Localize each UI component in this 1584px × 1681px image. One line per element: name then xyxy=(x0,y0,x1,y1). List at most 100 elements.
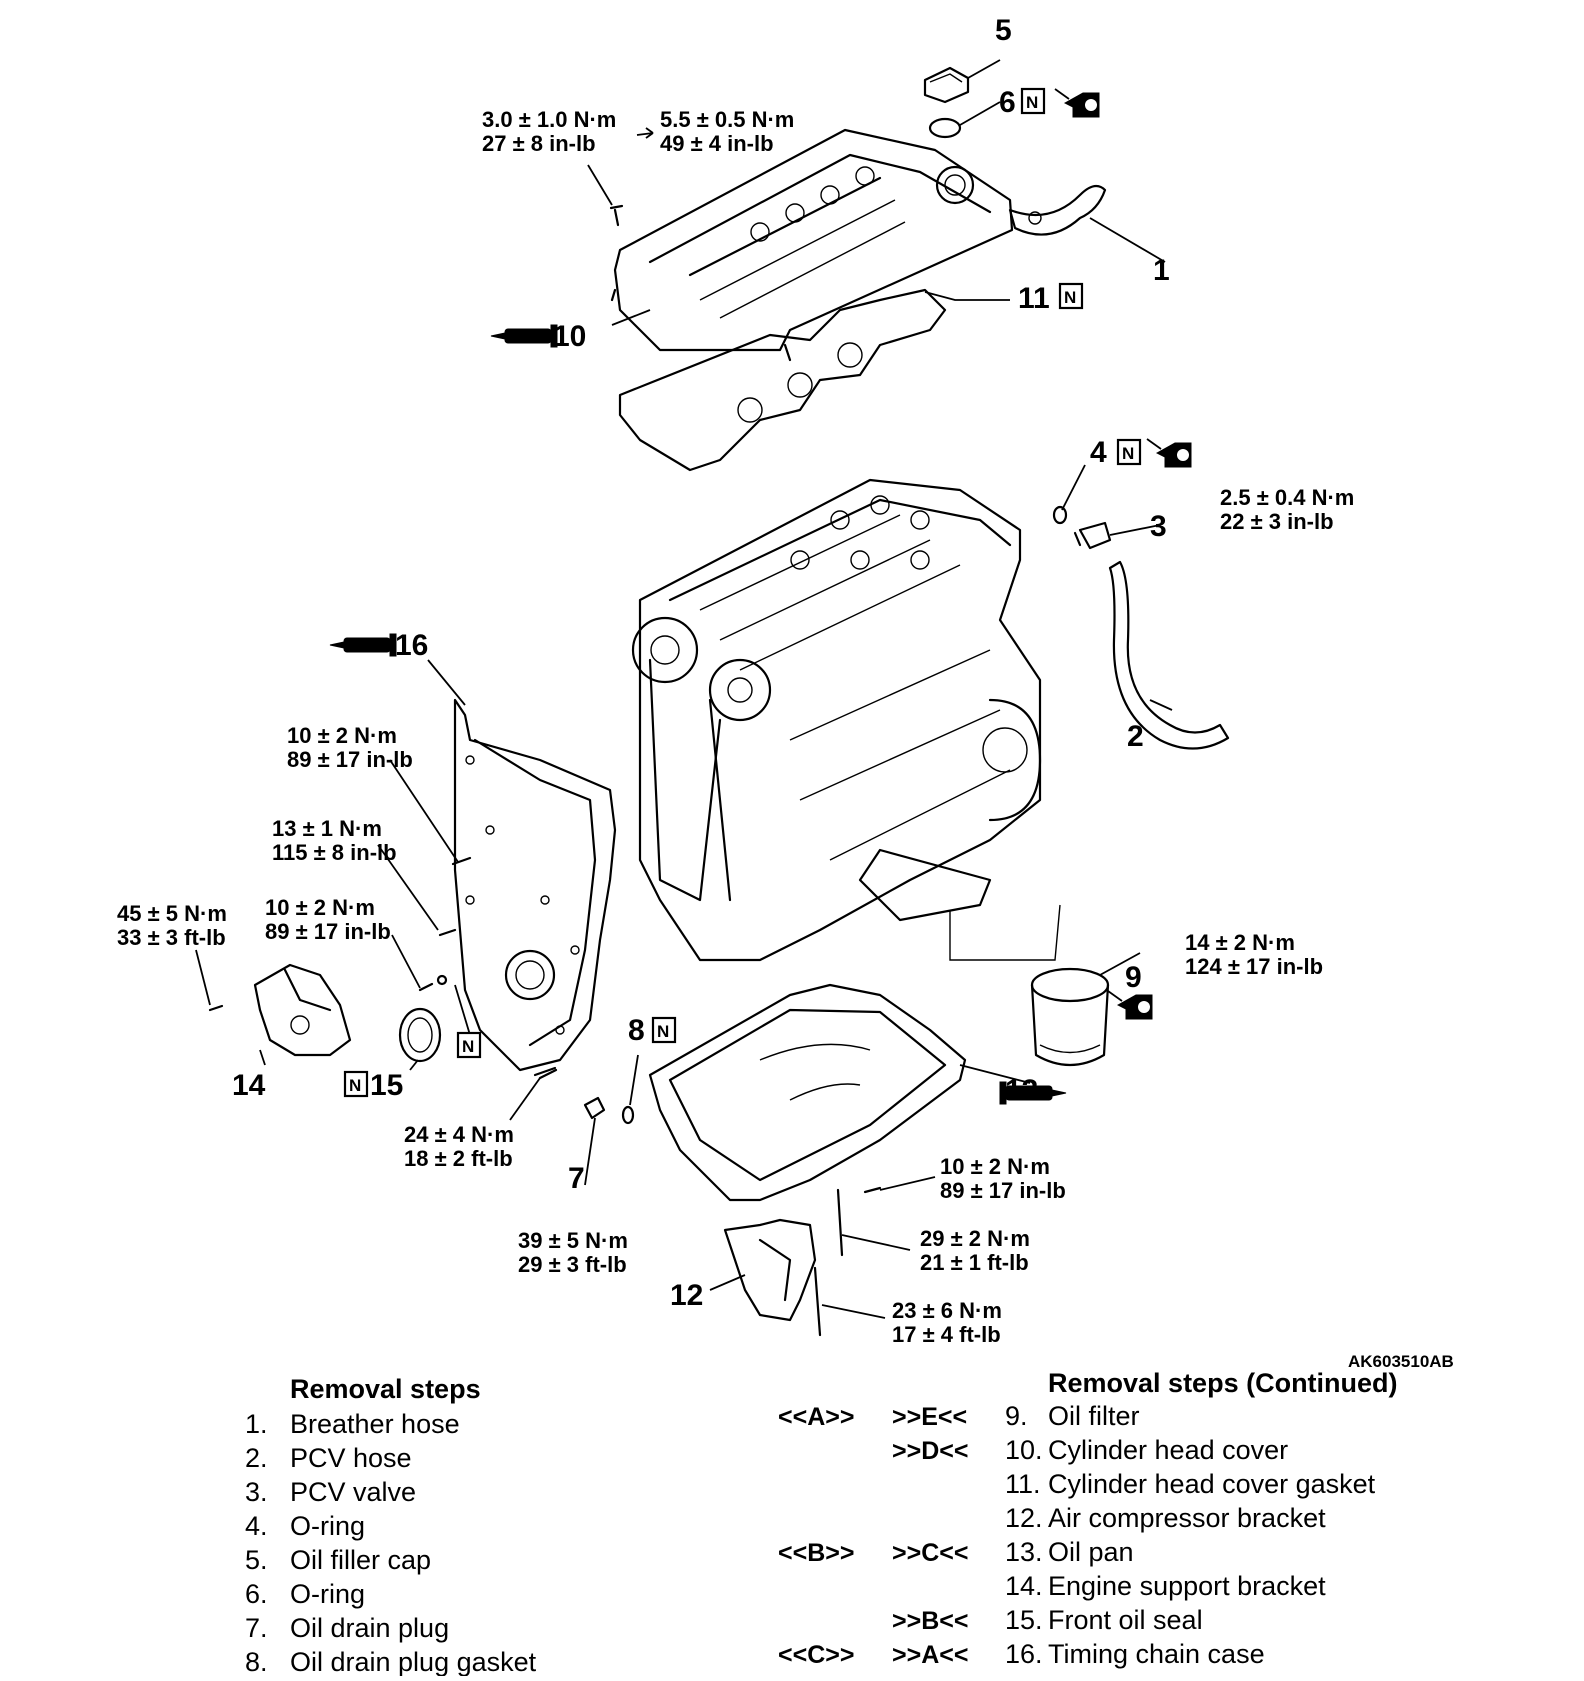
callout-7: 7 xyxy=(568,1162,585,1195)
torque-head-cover-final-lb: 49 ± 4 in-lb xyxy=(660,131,774,156)
torque-pan-bolt-lb: 89 ± 17 in-lb xyxy=(940,1178,1066,1203)
svg-text:N: N xyxy=(1122,444,1134,463)
head-cover-gasket xyxy=(618,288,947,472)
svg-text:Engine support bracket: Engine support bracket xyxy=(1048,1571,1326,1601)
svg-text:Cylinder head cover: Cylinder head cover xyxy=(1048,1435,1288,1465)
svg-text:>>A<<: >>A<< xyxy=(892,1641,968,1669)
list-item: 2.PCV hose xyxy=(245,1443,412,1473)
list-item: 6.O-ring xyxy=(245,1579,365,1609)
svg-text:13.: 13. xyxy=(1005,1537,1043,1567)
list-item: 4.O-ring xyxy=(245,1511,365,1541)
torque-specs: 3.0 ± 1.0 N·m 27 ± 8 in-lb 5.5 ± 0.5 N·m… xyxy=(117,107,1354,1347)
list-item: <<B>> >>C<< 13. Oil pan xyxy=(778,1537,1134,1567)
svg-text:N: N xyxy=(1064,288,1076,307)
torque-support-lb: 33 ± 3 ft-lb xyxy=(117,925,226,950)
torque-compressor-upper-nm: 29 ± 2 N·m xyxy=(920,1226,1030,1251)
sealant-icons xyxy=(329,324,1067,1105)
svg-text:Timing chain case: Timing chain case xyxy=(1048,1639,1265,1669)
svg-text:N: N xyxy=(349,1076,361,1095)
svg-text:PCV valve: PCV valve xyxy=(290,1477,416,1507)
svg-text:Breather hose: Breather hose xyxy=(290,1409,460,1439)
gasket-plug-holes xyxy=(737,342,863,423)
svg-text:12.: 12. xyxy=(1005,1503,1043,1533)
oil-can-icon-9 xyxy=(1107,990,1153,1020)
engine-support-bracket xyxy=(208,963,352,1057)
oil-pan-bolt xyxy=(863,1186,882,1194)
pcv-o-ring xyxy=(1052,505,1068,525)
torque-chain-lower-lb: 89 ± 17 in-lb xyxy=(265,919,391,944)
torque-chain-upper-nm: 10 ± 2 N·m xyxy=(287,723,397,748)
filler-cap-o-ring xyxy=(928,117,962,139)
list-item: >>D<< 10. Cylinder head cover xyxy=(892,1435,1288,1465)
torque-chain-upper-lb: 89 ± 17 in-lb xyxy=(287,747,413,772)
svg-text:Cylinder head cover gasket: Cylinder head cover gasket xyxy=(1048,1469,1376,1499)
list-item: 7.Oil drain plug xyxy=(245,1613,449,1643)
svg-text:Front oil seal: Front oil seal xyxy=(1048,1605,1203,1635)
callout-11: 11 xyxy=(1018,282,1050,315)
svg-text:>>D<<: >>D<< xyxy=(892,1437,968,1465)
cylinder-head-cover xyxy=(609,128,1014,362)
torque-chain-mid-nm: 13 ± 1 N·m xyxy=(272,816,382,841)
svg-text:>>E<<: >>E<< xyxy=(892,1403,967,1431)
list-item: 11. Cylinder head cover gasket xyxy=(1005,1469,1376,1499)
torque-chain-mid-lb: 115 ± 8 in-lb xyxy=(272,840,397,865)
svg-text:14.: 14. xyxy=(1005,1571,1043,1601)
oil-filler-cap xyxy=(923,66,970,104)
svg-text:Oil filter: Oil filter xyxy=(1048,1401,1140,1431)
svg-text:10.: 10. xyxy=(1005,1435,1043,1465)
svg-text:Air compressor bracket: Air compressor bracket xyxy=(1048,1503,1326,1533)
callout-8: 8 xyxy=(628,1014,645,1047)
list-item: 8.Oil drain plug gasket xyxy=(245,1647,537,1677)
breather-hose xyxy=(1008,184,1107,236)
torque-pcv-lb: 22 ± 3 in-lb xyxy=(1220,509,1334,534)
svg-text:1.: 1. xyxy=(245,1409,268,1439)
svg-text:<<B>>: <<B>> xyxy=(778,1539,854,1567)
svg-text:8.: 8. xyxy=(245,1647,268,1676)
torque-head-cover-final-nm: 5.5 ± 0.5 N·m xyxy=(660,107,794,132)
oil-drain-plug xyxy=(583,1096,606,1120)
svg-text:N: N xyxy=(462,1037,474,1056)
torque-filter-nm: 14 ± 2 N·m xyxy=(1185,930,1295,955)
front-oil-seal xyxy=(398,1007,442,1063)
torque-support-nm: 45 ± 5 N·m xyxy=(117,901,227,926)
chain-case-bolts xyxy=(418,856,558,1080)
sealant-icon-10 xyxy=(490,324,558,348)
small-o-ring xyxy=(436,974,448,986)
svg-text:16.: 16. xyxy=(1005,1639,1043,1669)
list-item: 3. PCV valve xyxy=(245,1477,416,1507)
oil-can-icon-6 xyxy=(1054,88,1100,118)
callouts: 5 6 1 10 11 4 3 2 16 9 13 8 14 15 7 12 xyxy=(232,14,1170,1312)
oil-can-icon-4 xyxy=(1146,438,1192,468)
sealant-icon-16 xyxy=(329,633,397,657)
list-item: 1. Breather hose xyxy=(245,1409,460,1439)
svg-text:11.: 11. xyxy=(1005,1469,1041,1499)
list-item: 14. Engine support bracket xyxy=(1005,1571,1326,1601)
svg-text:Oil pan: Oil pan xyxy=(1048,1537,1134,1567)
svg-text:3.: 3. xyxy=(245,1477,268,1507)
torque-chain-bottom-nm: 24 ± 4 N·m xyxy=(404,1122,514,1147)
torque-compressor-lower-lb: 17 ± 4 ft-lb xyxy=(892,1322,1001,1347)
chain-case-bottom-bolt xyxy=(533,1066,557,1077)
svg-text:9.: 9. xyxy=(1005,1401,1028,1431)
torque-drain-lb: 29 ± 3 ft-lb xyxy=(518,1252,627,1277)
svg-text:N: N xyxy=(1026,93,1038,112)
svg-text:O-ring: O-ring xyxy=(290,1579,365,1609)
pcv-valve xyxy=(1073,521,1112,550)
torque-chain-lower-nm: 10 ± 2 N·m xyxy=(265,895,375,920)
list-item: 5.Oil filler cap xyxy=(245,1545,431,1575)
torque-pan-bolt-nm: 10 ± 2 N·m xyxy=(940,1154,1050,1179)
leader-lines xyxy=(195,59,1173,1319)
torque-filter-lb: 124 ± 17 in-lb xyxy=(1185,954,1323,979)
callout-15: 15 xyxy=(370,1069,403,1102)
removal-steps: Removal steps 1. Breather hose 2.PCV hose… xyxy=(245,1374,537,1677)
removal-steps-title: Removal steps xyxy=(290,1374,481,1404)
torque-compressor-lower-nm: 23 ± 6 N·m xyxy=(892,1298,1002,1323)
callout-1: 1 xyxy=(1153,254,1170,287)
drain-plug-gasket xyxy=(621,1105,635,1125)
list-item: <<C>> >>A<< 16. Timing chain case xyxy=(778,1639,1265,1669)
svg-text:>>B<<: >>B<< xyxy=(892,1607,968,1635)
svg-text:>>C<<: >>C<< xyxy=(892,1539,968,1567)
svg-text:7.: 7. xyxy=(245,1613,268,1643)
list-item: >>B<< 15. Front oil seal xyxy=(892,1605,1203,1635)
